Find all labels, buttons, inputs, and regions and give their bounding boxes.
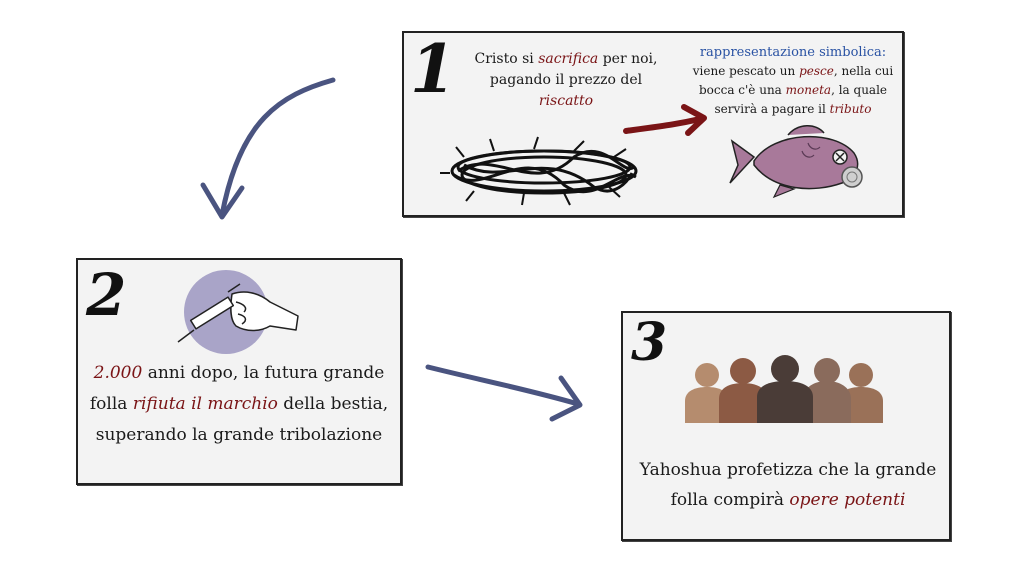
panel-1: 1 Cristo si sacrifica per noi, pagando i… <box>402 31 904 217</box>
sacrifice-text: Cristo si sacrifica per noi, pagando il … <box>474 51 658 109</box>
panel-3-text: Yahoshua profetizza che la grande folla … <box>639 460 937 510</box>
panel-2-text: 2.000 anni dopo, la futura grande folla … <box>89 363 389 445</box>
panel-3-number: 3 <box>631 312 668 373</box>
panel-3: 3 Yahoshua profetizza che la grande foll… <box>621 311 951 541</box>
syringe-hand-icon <box>177 270 299 354</box>
panel-1-number: 1 <box>410 30 456 108</box>
crowd-silhouettes-icon <box>685 355 883 423</box>
panel-2: 2 2.000 anni dopo, la futura grande foll… <box>76 258 402 485</box>
symbolic-heading: rappresentazione simbolica: <box>699 45 887 60</box>
fish-with-coin-icon <box>729 125 863 199</box>
symbolic-text: rappresentazione simbolica: viene pescat… <box>692 45 894 116</box>
red-arrow-icon <box>623 104 707 136</box>
crown-of-thorns-icon <box>440 136 638 206</box>
panel-2-number: 2 <box>86 261 127 329</box>
